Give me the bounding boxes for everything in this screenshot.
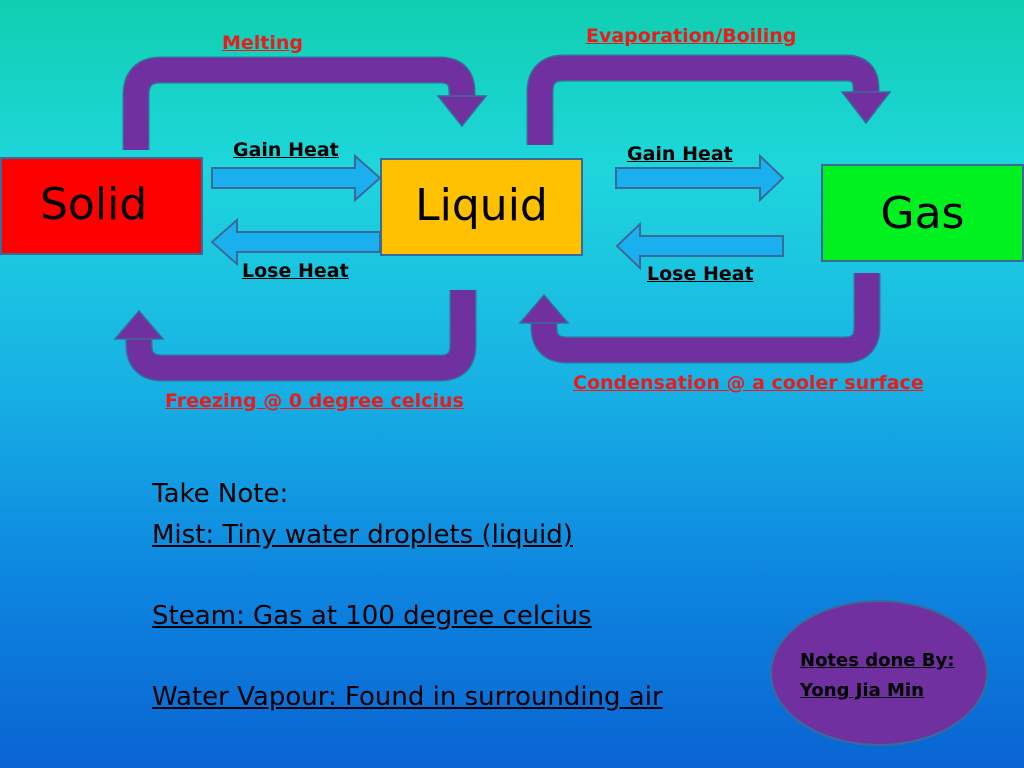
gain-heat-label-2: Gain Heat bbox=[627, 143, 733, 165]
gain-heat-arrow-1 bbox=[211, 153, 382, 203]
solid-label: Solid bbox=[40, 178, 148, 230]
lose-heat-arrow-1 bbox=[210, 217, 381, 267]
melting-label: Melting bbox=[222, 32, 304, 54]
note-spacer bbox=[152, 555, 663, 596]
lose-heat-label-2: Lose Heat bbox=[647, 263, 754, 285]
liquid-box: Liquid bbox=[380, 158, 583, 256]
note-heading: Take Note: bbox=[152, 479, 289, 509]
note-mist: Mist: Tiny water droplets (liquid) bbox=[152, 519, 573, 550]
gas-box: Gas bbox=[821, 164, 1024, 262]
condensation-label: Condensation @ a cooler surface bbox=[573, 372, 924, 394]
freezing-arrow bbox=[113, 290, 477, 382]
author-line-2: Yong Jia Min bbox=[800, 680, 924, 701]
note-steam: Steam: Gas at 100 degree celcius bbox=[152, 601, 592, 632]
take-note-block: Take Note: Mist: Tiny water droplets (li… bbox=[152, 474, 663, 718]
note-spacer bbox=[152, 637, 663, 678]
condensation-arrow bbox=[518, 273, 881, 364]
gain-heat-label-1: Gain Heat bbox=[233, 139, 339, 161]
liquid-label: Liquid bbox=[415, 179, 548, 231]
solid-box: Solid bbox=[0, 157, 203, 255]
evaporation-label: Evaporation/Boiling bbox=[586, 25, 797, 47]
freezing-label: Freezing @ 0 degree celcius bbox=[165, 390, 464, 412]
gas-label: Gas bbox=[880, 187, 965, 239]
lose-heat-arrow-2 bbox=[615, 221, 784, 271]
evaporation-arrow bbox=[526, 54, 892, 145]
note-water-vapour: Water Vapour: Found in surrounding air bbox=[152, 682, 663, 713]
author-line-1: Notes done By: bbox=[800, 650, 955, 671]
melting-arrow bbox=[122, 56, 488, 150]
gain-heat-arrow-2 bbox=[615, 153, 785, 203]
author-badge: Notes done By: Yong Jia Min bbox=[770, 600, 988, 746]
lose-heat-label-1: Lose Heat bbox=[242, 260, 349, 282]
